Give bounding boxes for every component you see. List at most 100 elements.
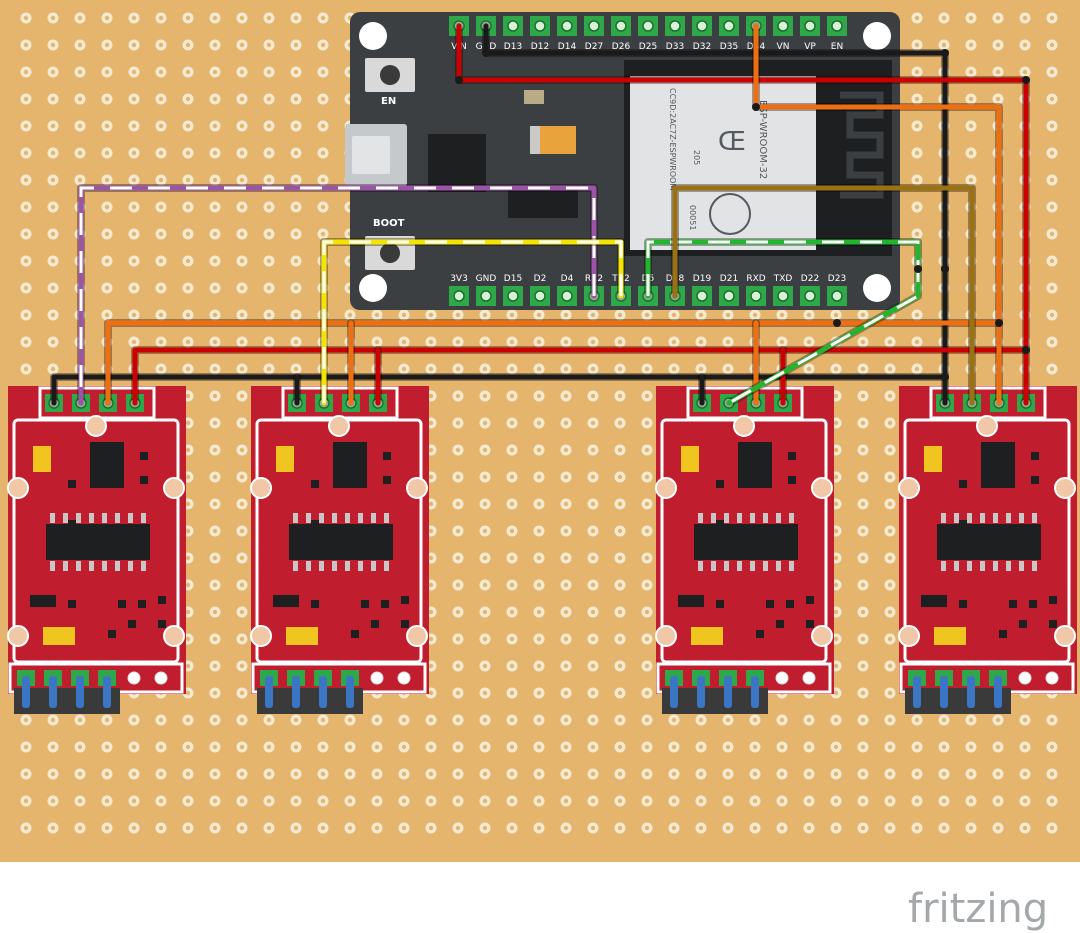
board-hole-center (104, 69, 110, 75)
board-hole-center (590, 744, 596, 750)
board-hole-center (266, 123, 272, 129)
hx711-module[interactable] (898, 386, 1077, 714)
board-hole-center (320, 744, 326, 750)
wire-vin-bus[interactable] (132, 347, 1029, 406)
wire-gnd-main[interactable] (483, 23, 948, 406)
esp32-pin-hole (777, 20, 789, 32)
board-hole-center (293, 42, 299, 48)
board-hole-center (158, 771, 164, 777)
board-hole-center (833, 528, 839, 534)
wire-junction (941, 373, 949, 381)
board-hole-center (698, 825, 704, 831)
board-hole-center (671, 798, 677, 804)
smd-part (788, 452, 796, 460)
board-hole-center (266, 69, 272, 75)
unused-pad (127, 671, 141, 685)
load-cell-pin-leg (265, 676, 273, 708)
board-hole-center (1049, 204, 1055, 210)
board-hole-center (212, 42, 218, 48)
board-hole-center (509, 744, 515, 750)
board-hole-center (77, 42, 83, 48)
mount-pad (811, 477, 833, 499)
chip-pin (141, 513, 146, 523)
board-hole-center (212, 15, 218, 21)
board-hole-center (725, 339, 731, 345)
board-hole-center (185, 42, 191, 48)
esp32-pin-hole (642, 20, 654, 32)
led (524, 90, 544, 104)
wire-vin-main[interactable] (456, 23, 1029, 406)
smd-part (68, 520, 76, 528)
esp32-pin-label: D4 (561, 274, 574, 284)
hx711-module[interactable] (655, 386, 834, 714)
board-hole-center (482, 555, 488, 561)
board-hole-center (320, 771, 326, 777)
load-cell-pin-leg (103, 676, 111, 708)
board-hole-center (563, 825, 569, 831)
chip-pin (776, 561, 781, 571)
board-hole-center (23, 42, 29, 48)
wire-data-4[interactable] (672, 185, 975, 406)
board-hole-center (752, 312, 758, 318)
board-hole-center (644, 717, 650, 723)
en-button-cap[interactable] (380, 65, 400, 85)
wire-sck-main[interactable] (753, 23, 1002, 406)
esp32-board[interactable]: EN BOOT ESP-WROOM-32 CC9D:2AC7Z-ESPWROOM… (345, 12, 900, 310)
board-hole-center (887, 744, 893, 750)
board-hole-center (941, 798, 947, 804)
esp32-pin-hole (696, 20, 708, 32)
board-hole-center (1049, 123, 1055, 129)
board-hole-center (293, 339, 299, 345)
board-hole-center (914, 204, 920, 210)
chip-pin (293, 513, 298, 523)
board-hole-center (239, 258, 245, 264)
board-hole-center (50, 285, 56, 291)
board-hole-center (212, 96, 218, 102)
board-hole-center (185, 636, 191, 642)
board-hole-center (752, 717, 758, 723)
chip-pin (306, 561, 311, 571)
wire-gnd-bus[interactable] (51, 374, 948, 406)
board-hole-center (266, 825, 272, 831)
board-hole-center (617, 771, 623, 777)
board-hole-center (77, 69, 83, 75)
chip-pin (115, 513, 120, 523)
chip-pin (763, 561, 768, 571)
board-hole-center (239, 744, 245, 750)
board-hole-center (212, 690, 218, 696)
board-hole-center (239, 528, 245, 534)
smd-part (1029, 600, 1037, 608)
board-hole-center (293, 258, 299, 264)
board-hole-center (644, 636, 650, 642)
board-hole-center (50, 69, 56, 75)
board-hole-center (455, 393, 461, 399)
board-hole-center (455, 366, 461, 372)
module-id: CC9D:2AC7Z-ESPWROOM (668, 88, 677, 190)
hx711-module[interactable] (250, 386, 429, 714)
hx711-module[interactable] (7, 386, 186, 714)
wire-sck-bus[interactable] (105, 320, 1002, 406)
board-hole-center (239, 690, 245, 696)
board-hole-center (428, 744, 434, 750)
board-hole-center (401, 366, 407, 372)
board-hole-center (131, 96, 137, 102)
load-cell-pin-leg (751, 676, 759, 708)
board-hole-center (185, 123, 191, 129)
board-hole-center (185, 231, 191, 237)
chip-pin (711, 561, 716, 571)
board-hole-center (887, 528, 893, 534)
board-hole-center (536, 501, 542, 507)
board-hole-center (428, 339, 434, 345)
board-hole-center (671, 312, 677, 318)
smd-part (959, 520, 967, 528)
board-hole-center (347, 744, 353, 750)
board-hole-center (104, 177, 110, 183)
board-hole-center (644, 393, 650, 399)
board-hole-center (806, 717, 812, 723)
chip-pin (993, 561, 998, 571)
smd-part (716, 520, 724, 528)
boot-button-cap[interactable] (380, 243, 400, 263)
board-hole-center (482, 690, 488, 696)
board-hole-center (185, 366, 191, 372)
